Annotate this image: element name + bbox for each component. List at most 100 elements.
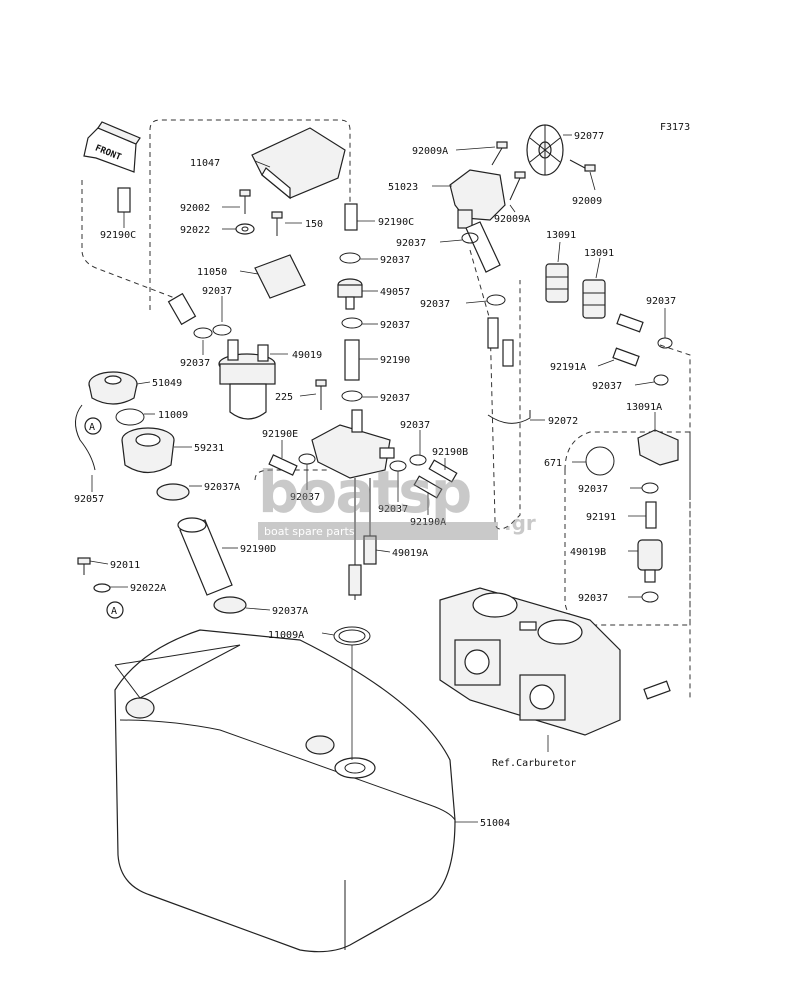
label-92037a-1: 92037A xyxy=(204,482,240,493)
filler-neck-59231 xyxy=(121,427,175,474)
label-92022a: 92022A xyxy=(130,583,166,594)
bracket-11050 xyxy=(254,254,306,299)
carburetor-outlet-hose xyxy=(643,680,671,700)
filler-cap-51049 xyxy=(88,371,138,405)
clamp-92037-h xyxy=(409,454,427,466)
label-92037-b: 92037 xyxy=(180,358,210,369)
hose-92191a xyxy=(612,347,640,367)
label-92077: 92077 xyxy=(574,131,604,142)
washer-92022 xyxy=(235,223,255,235)
clamp-92037-j xyxy=(657,337,673,349)
front-arrow: FRONT xyxy=(83,121,141,173)
label-92037-i: 92037 xyxy=(396,238,426,249)
label-92190e: 92190E xyxy=(262,429,298,440)
label-11009a: 11009A xyxy=(268,630,304,641)
clip-13091-b xyxy=(582,279,606,319)
o-ring-11009 xyxy=(115,408,145,426)
clamp-92037-n xyxy=(641,591,659,603)
pump-51023 xyxy=(449,169,506,229)
label-49019a: 49019A xyxy=(392,548,428,559)
hose-pump-outlet xyxy=(465,221,501,273)
clamp-92037-i xyxy=(461,232,479,244)
label-92037-f: 92037 xyxy=(290,492,320,503)
bolt-150 xyxy=(271,211,283,236)
clip-92072 xyxy=(487,410,531,424)
hose-92191a-upper xyxy=(616,313,644,333)
label-49019b: 49019B xyxy=(570,547,606,558)
label-92037-a: 92037 xyxy=(202,286,232,297)
clamp-92037-d xyxy=(341,317,363,329)
hose-92190c-left xyxy=(117,187,131,213)
dashed-group-outlines xyxy=(81,119,691,700)
label-92037-l: 92037 xyxy=(592,381,622,392)
fuel-valve xyxy=(311,409,395,479)
label-92037a-2: 92037A xyxy=(272,606,308,617)
label-92190c-left: 92190C xyxy=(100,230,136,241)
joint-49057 xyxy=(337,278,363,310)
clamp-92037-filter-a xyxy=(193,327,213,339)
label-92037-j: 92037 xyxy=(646,296,676,307)
label-51023: 51023 xyxy=(388,182,418,193)
label-92191a: 92191A xyxy=(550,362,586,373)
label-225: 225 xyxy=(275,392,293,403)
hose-92190e xyxy=(268,454,298,476)
label-92057: 92057 xyxy=(74,494,104,505)
label-92011: 92011 xyxy=(110,560,140,571)
strap-92057 xyxy=(75,404,96,471)
watermark-tagline: boat spare parts xyxy=(264,525,355,538)
label-92037-d: 92037 xyxy=(380,320,410,331)
clamp-92037-e xyxy=(341,390,363,402)
label-11009: 11009 xyxy=(158,410,188,421)
label-92190c-right: 92190C xyxy=(378,217,414,228)
label-92190a: 92190A xyxy=(410,517,446,528)
clamp-92037-c xyxy=(339,252,361,264)
hose-filter-inlet xyxy=(167,292,197,326)
clamp-92037-m xyxy=(641,482,659,494)
ref-carburetor-label: Ref.Carburetor xyxy=(492,758,576,769)
label-92037-h: 92037 xyxy=(400,420,430,431)
watermark-brand: boatsp xyxy=(258,458,470,526)
label-92191: 92191 xyxy=(586,512,616,523)
hose-92190c-right xyxy=(344,203,358,231)
o-ring-671 xyxy=(585,446,615,476)
strainer-49019a xyxy=(348,478,377,600)
label-92037-m: 92037 xyxy=(578,484,608,495)
svg-text:A: A xyxy=(111,606,117,617)
label-92037-k: 92037 xyxy=(420,299,450,310)
label-92037-e: 92037 xyxy=(380,393,410,404)
label-92072: 92072 xyxy=(548,416,578,427)
label-92009a-2: 92009A xyxy=(494,214,530,225)
fuel-tank-51004 xyxy=(114,629,456,953)
bolt-92002 xyxy=(239,189,251,214)
label-92037-n: 92037 xyxy=(578,593,608,604)
hose-92190a xyxy=(413,475,443,499)
clip-13091-a xyxy=(545,263,569,303)
fuel-filter-49019 xyxy=(218,339,276,420)
label-92002: 92002 xyxy=(180,203,210,214)
hose-92191 xyxy=(645,501,657,529)
label-13091-1: 13091 xyxy=(546,230,576,241)
label-92009: 92009 xyxy=(572,196,602,207)
ref-marker-a-2: A xyxy=(106,601,124,619)
watermark-domain: .gr xyxy=(504,511,536,535)
hose-mid-a xyxy=(487,317,499,349)
label-150: 150 xyxy=(305,219,323,230)
fan-92077 xyxy=(526,124,564,176)
screw-225 xyxy=(315,379,327,410)
hose-mid-b xyxy=(502,339,514,367)
label-49057: 49057 xyxy=(380,287,410,298)
hose-92190 xyxy=(344,339,360,381)
label-92009a-1: 92009A xyxy=(412,146,448,157)
clamp-92037-k xyxy=(486,294,506,306)
filter-49019b xyxy=(637,539,663,583)
bolt-92009a-low xyxy=(509,171,526,201)
clamp-92037a-lower xyxy=(213,596,247,614)
ref-marker-a-1: A xyxy=(84,417,102,435)
bolt-92009 xyxy=(569,159,596,172)
label-59231: 59231 xyxy=(194,443,224,454)
label-49019: 49019 xyxy=(292,350,322,361)
washer-92022a xyxy=(93,583,111,593)
clip-13091a xyxy=(637,429,679,466)
label-51049: 51049 xyxy=(152,378,182,389)
